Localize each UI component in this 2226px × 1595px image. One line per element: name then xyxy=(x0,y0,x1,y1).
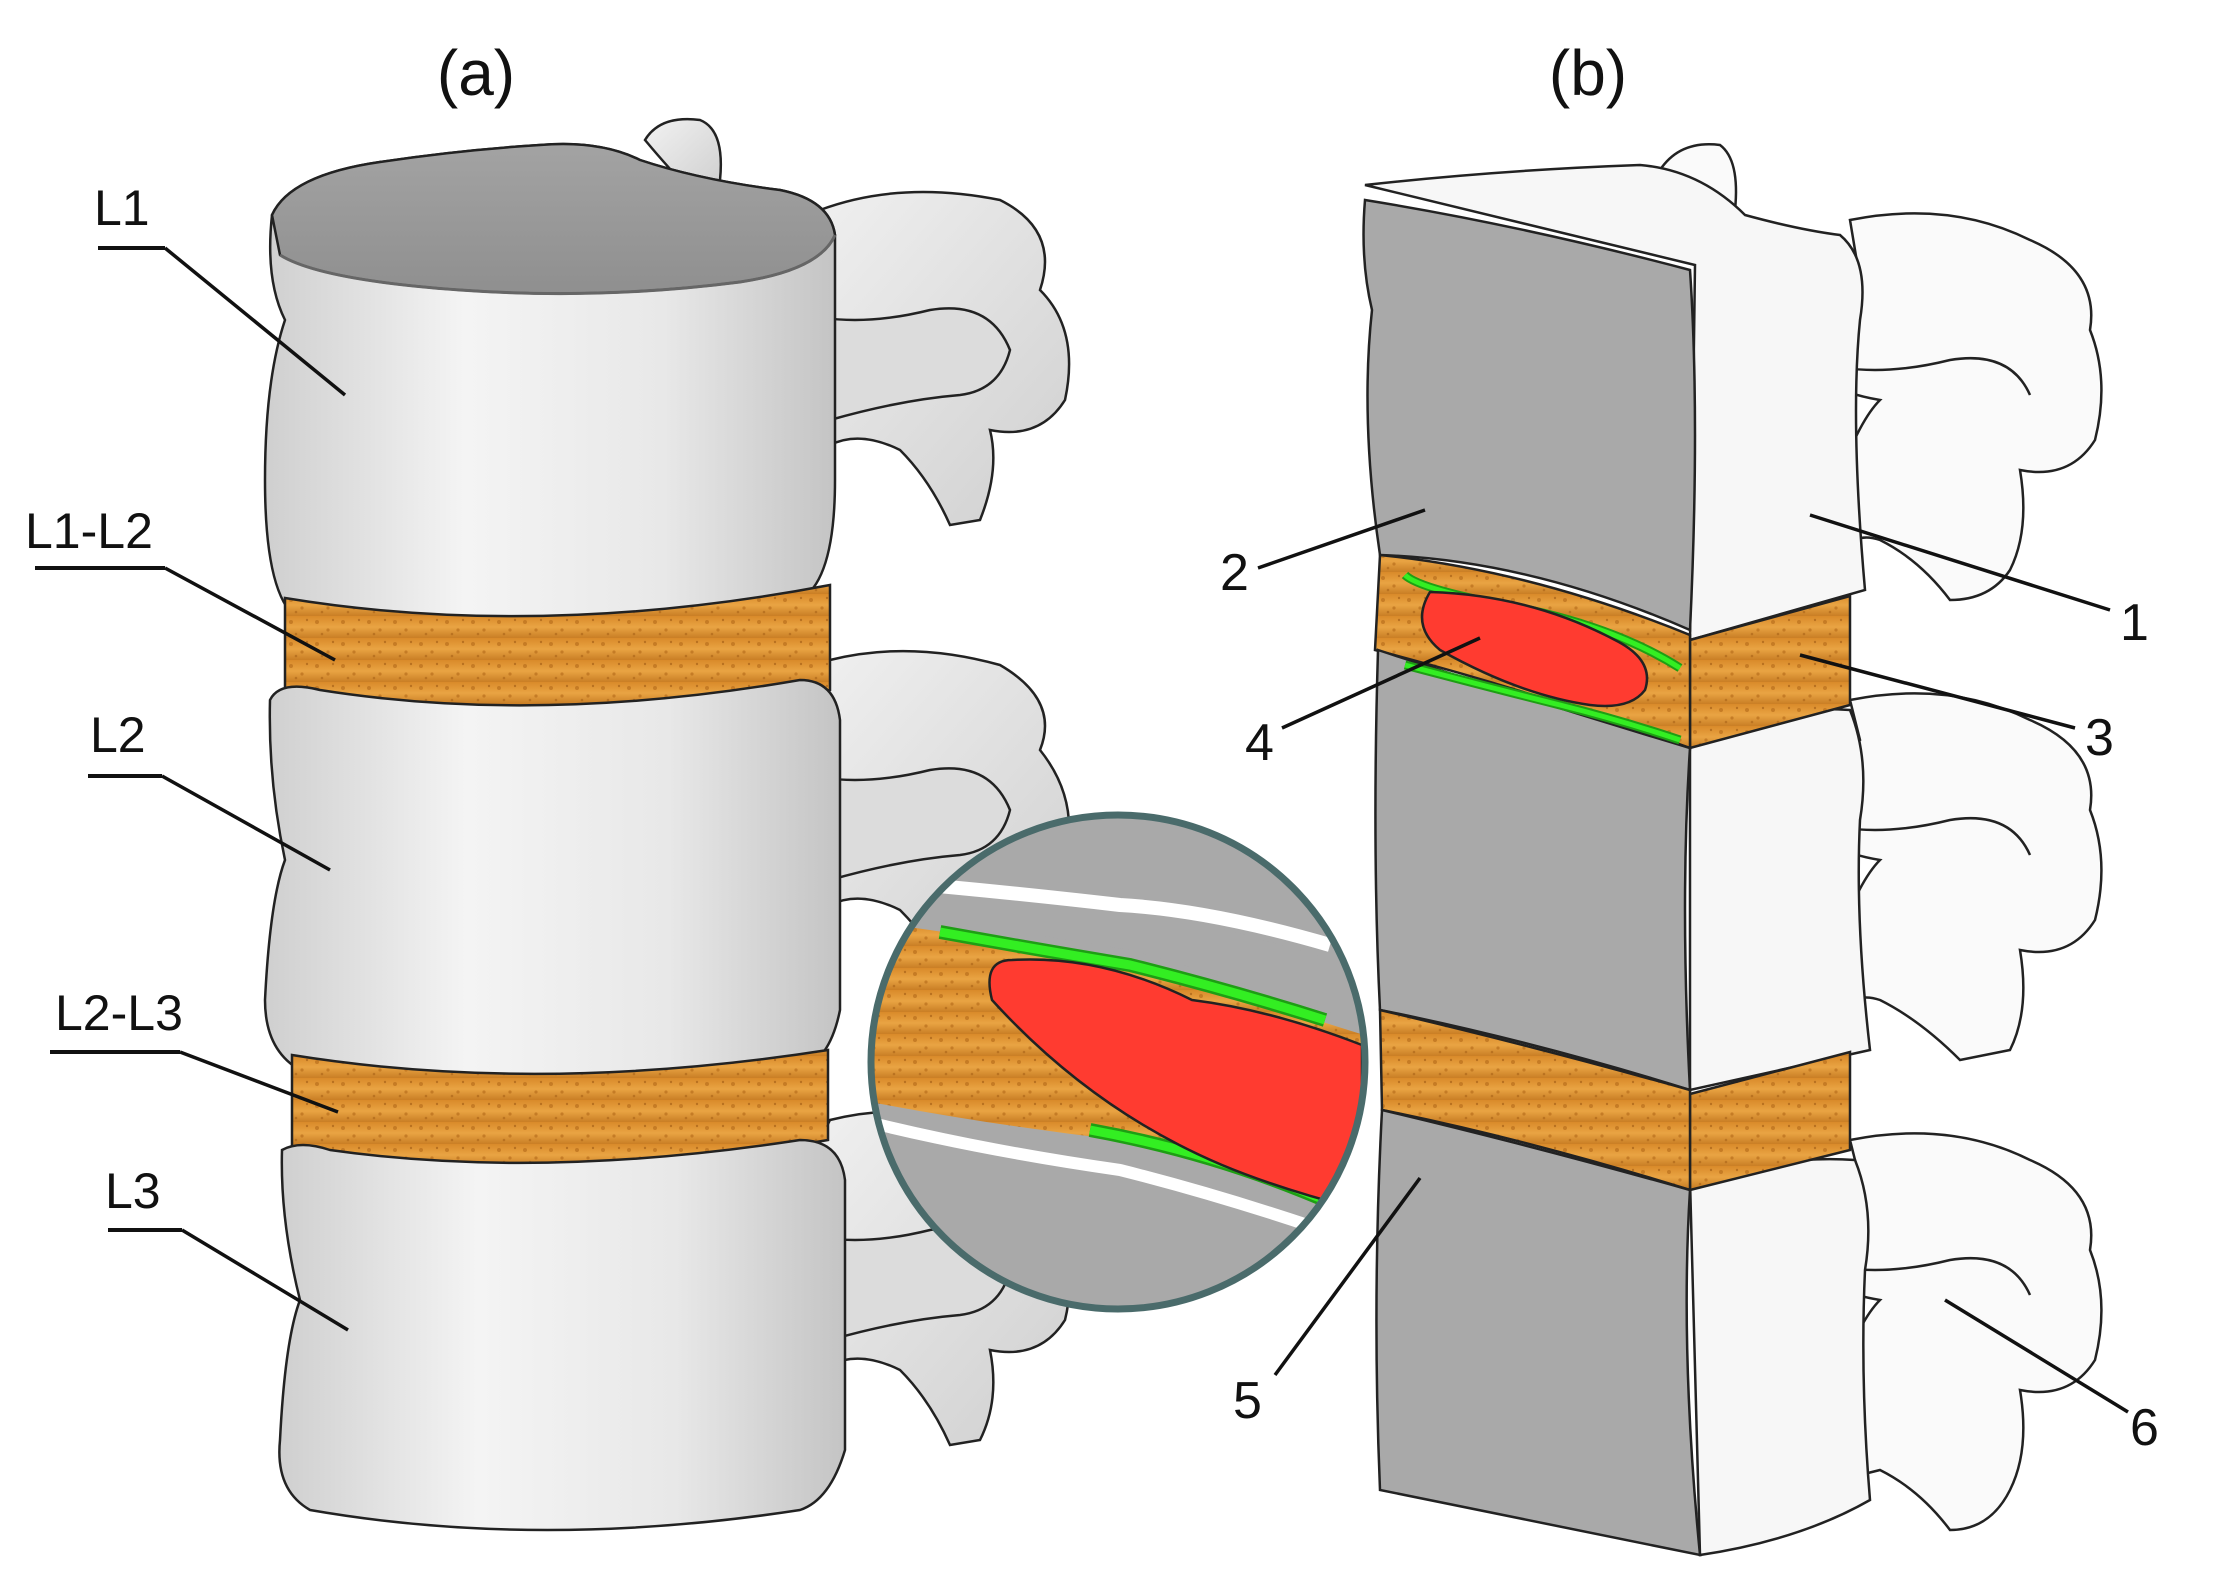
vertebra-L1 xyxy=(263,142,837,633)
labels-panel-b: 1 2 3 4 5 6 xyxy=(1220,508,2159,1457)
label-2: 2 xyxy=(1220,544,1249,602)
vertebra-L3 xyxy=(278,1138,847,1532)
leader-L1-L2 xyxy=(164,566,336,662)
processes-b xyxy=(1658,143,2103,1532)
label-3: 3 xyxy=(2085,709,2114,767)
magnifier-inset xyxy=(867,811,1369,1313)
leader-L1 xyxy=(163,246,347,397)
nucleus-pulposus xyxy=(1420,590,1649,708)
vertebra-side-faces xyxy=(1364,163,1872,1557)
leader-1 xyxy=(1809,513,2111,612)
panel-a-label: (a) xyxy=(437,37,515,109)
leader-3 xyxy=(1799,653,2076,730)
cut-surfaces xyxy=(1362,198,1702,1557)
label-6: 6 xyxy=(2130,1399,2159,1457)
label-L1: L1 xyxy=(94,180,150,236)
label-L2-L3: L2-L3 xyxy=(55,985,183,1041)
panel-a: (a) L1 L1-L2 xyxy=(25,37,1071,1532)
leader-L2-L3 xyxy=(179,1050,339,1114)
panel-b-label: (b) xyxy=(1549,37,1627,109)
labels-panel-a: L1 L1-L2 L2 L2-L3 L3 xyxy=(25,180,349,1332)
leader-6 xyxy=(1944,1298,2129,1414)
label-L3: L3 xyxy=(105,1163,161,1219)
panel-b: (b) xyxy=(867,37,2159,1557)
label-L2: L2 xyxy=(90,707,146,763)
label-1: 1 xyxy=(2120,594,2149,652)
vertebra-L2 xyxy=(263,678,842,1092)
leader-L3 xyxy=(181,1228,349,1332)
leader-5 xyxy=(1273,1176,1422,1377)
magnifier-ring xyxy=(867,811,1369,1313)
leader-L2 xyxy=(161,774,331,872)
leader-2 xyxy=(1257,508,1426,570)
label-L1-L2: L1-L2 xyxy=(25,503,153,559)
leader-4 xyxy=(1281,636,1481,730)
label-4: 4 xyxy=(1245,714,1274,772)
label-5: 5 xyxy=(1233,1372,1262,1430)
